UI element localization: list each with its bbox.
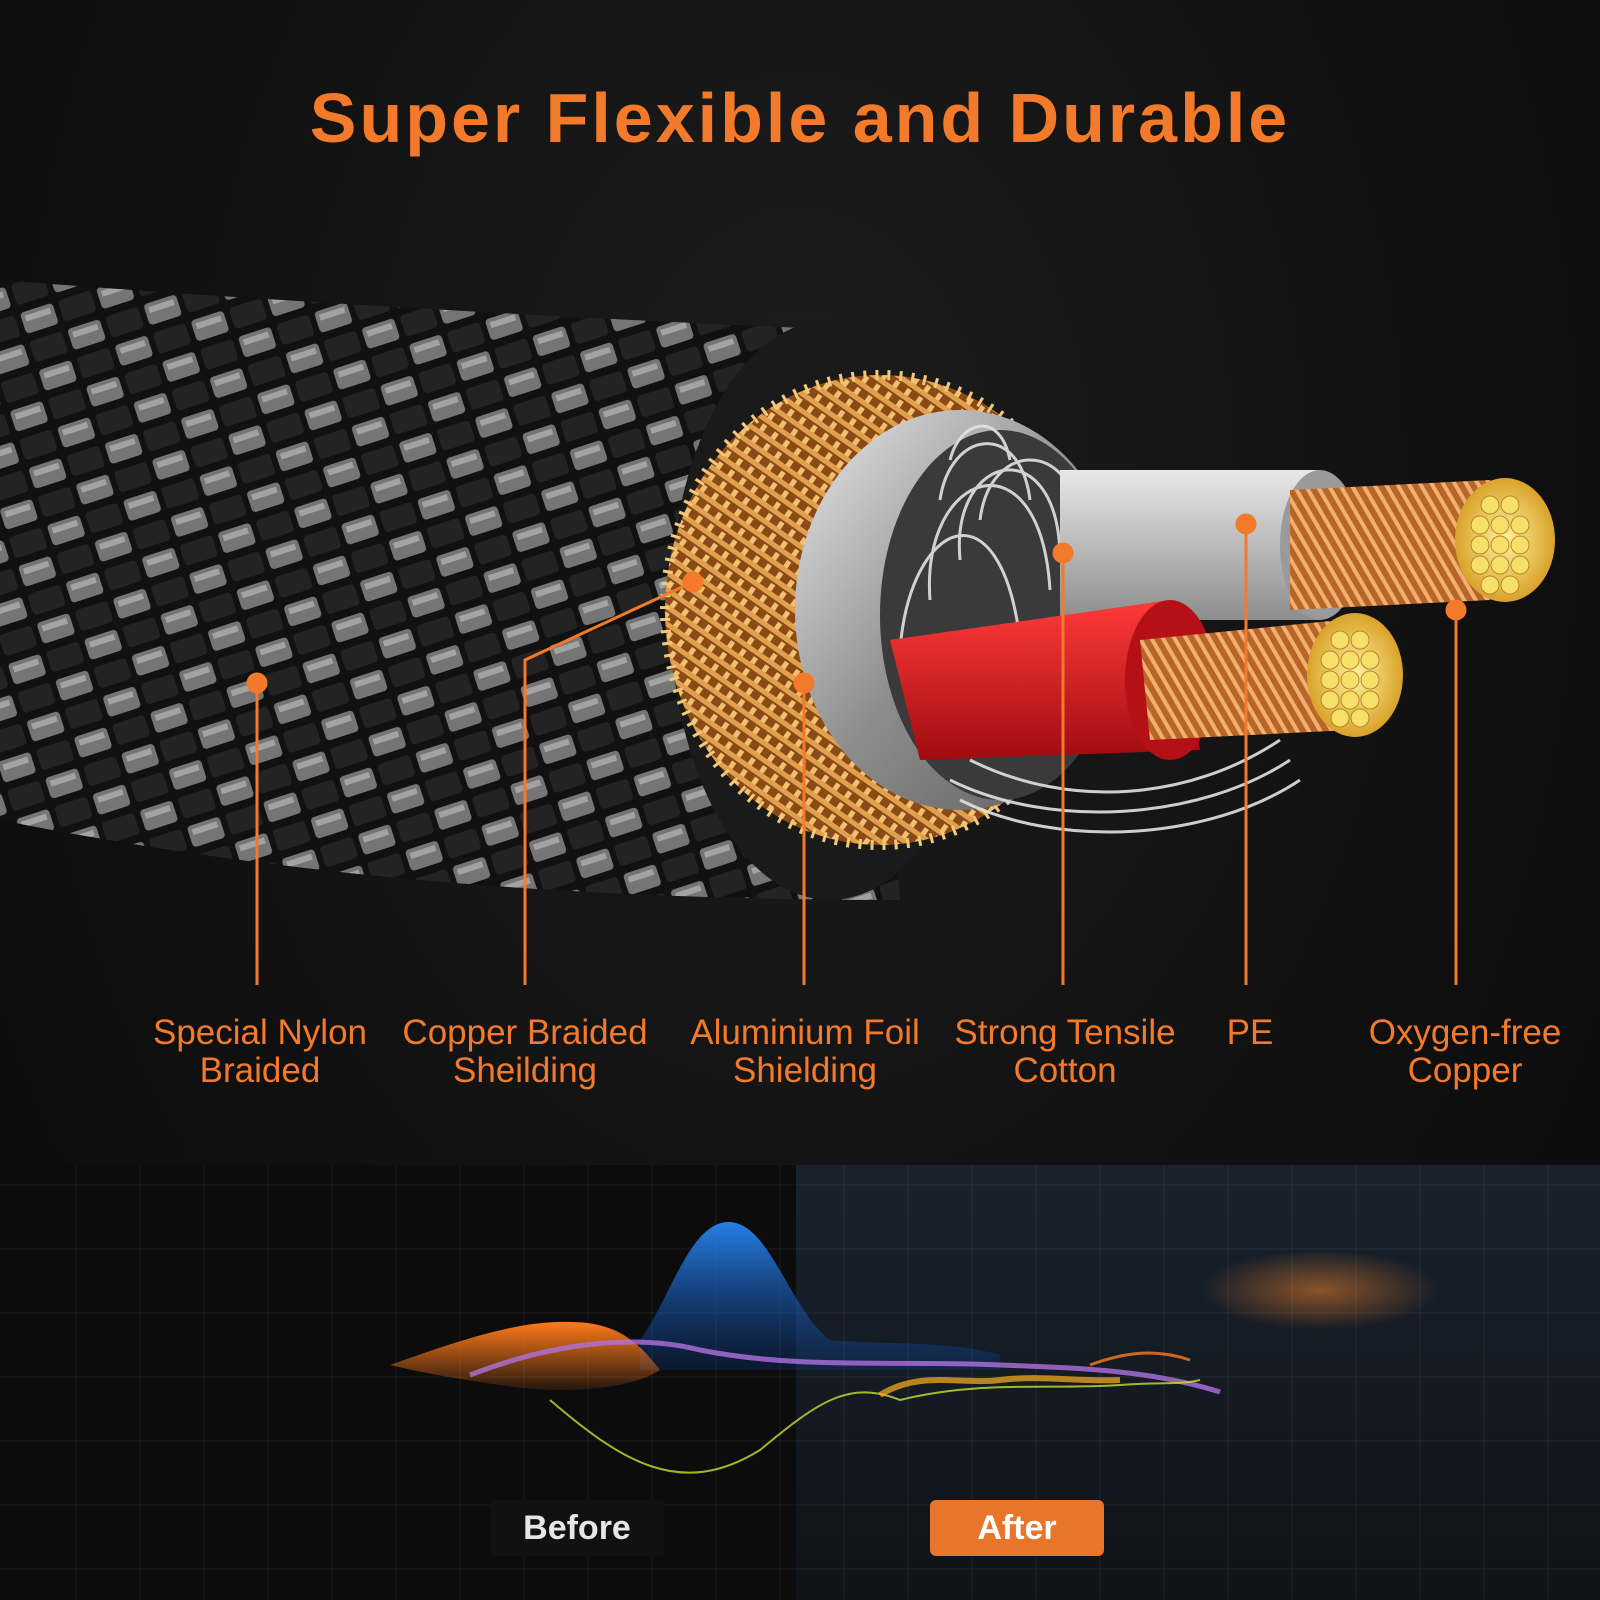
layer-label-aluminium-foil-shielding: Aluminium Foil Shielding [690,1013,920,1090]
before-badge: Before [490,1500,664,1556]
layer-label-oxygen-free-copper: Oxygen-free Copper [1368,1013,1562,1090]
layer-label-pe: PE [1226,1013,1274,1052]
headline: Super Flexible and Durable [309,79,1291,157]
layer-label-strong-tensile-cotton: Strong Tensile Cotton [954,1013,1176,1090]
layer-label-copper-braided-shielding: Copper Braided Sheilding [402,1013,648,1090]
layer-label-special-nylon-braided: Special Nylon Braided [153,1013,367,1090]
after-badge: After [930,1500,1104,1556]
